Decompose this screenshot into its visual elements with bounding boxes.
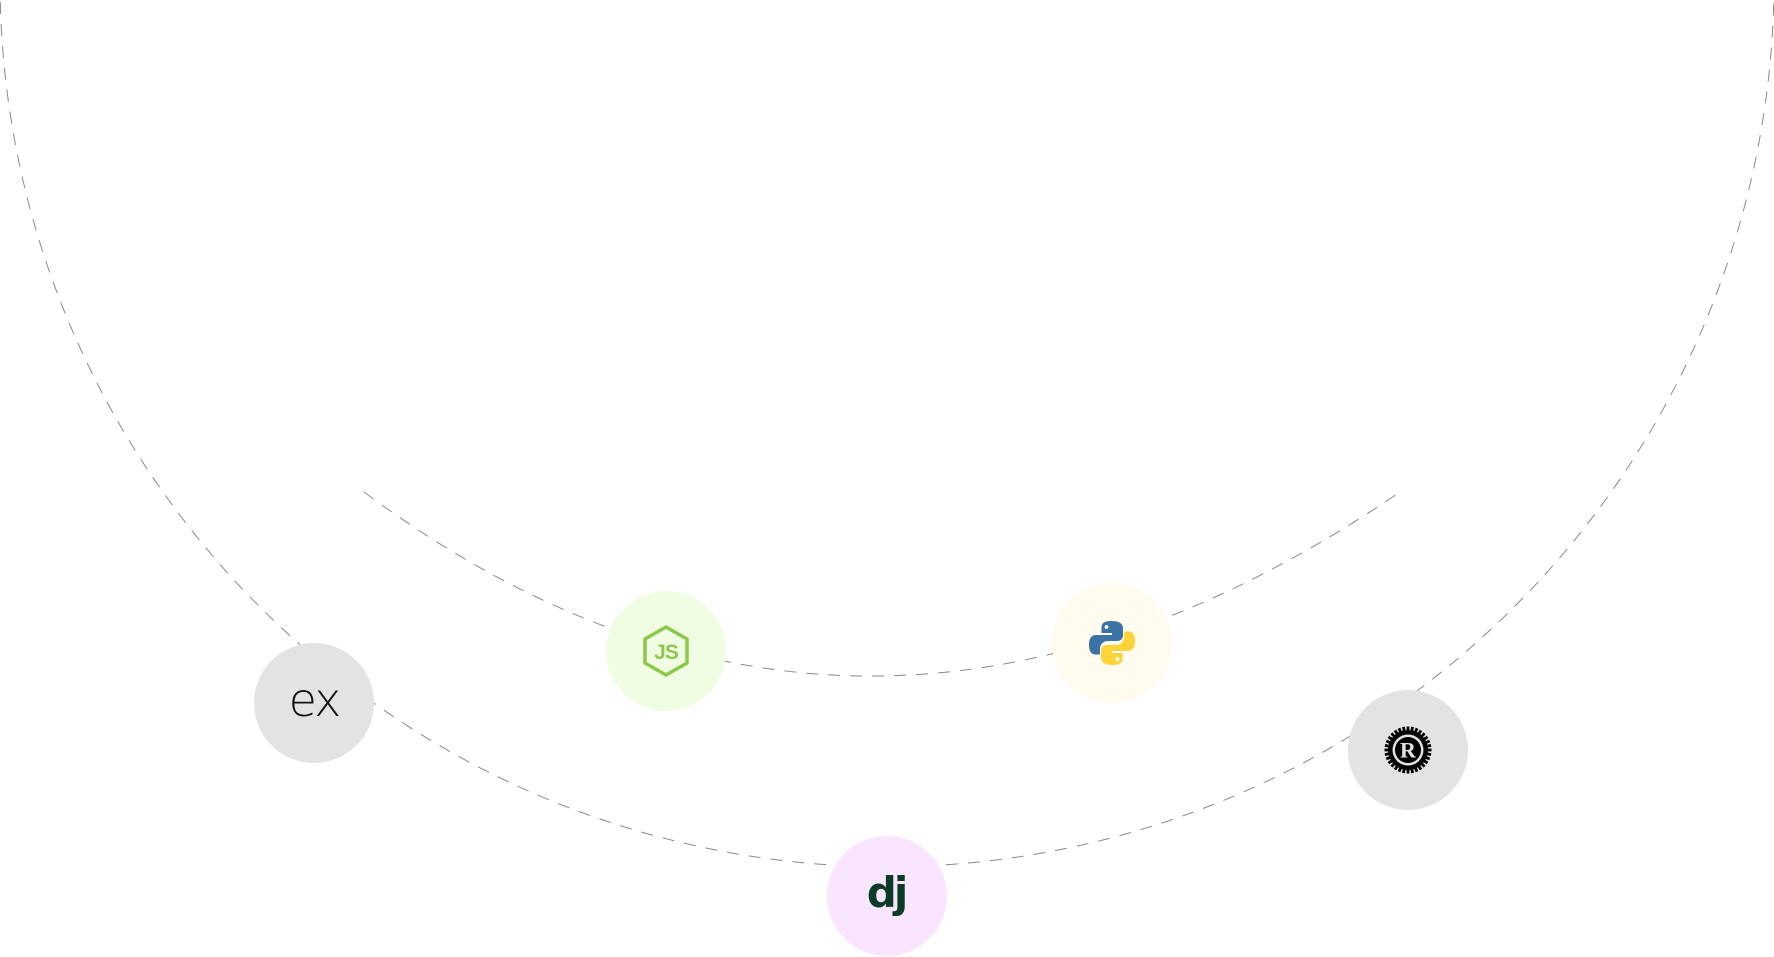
inner-orbit [363, 491, 1401, 677]
django-badge: dj [827, 836, 947, 956]
python-icon [1089, 621, 1135, 665]
python-badge [1052, 583, 1172, 703]
express-icon: ex [288, 673, 342, 727]
express-badge: ex [254, 643, 374, 763]
rust-icon-label: R [1400, 738, 1417, 763]
django-icon: dj [867, 868, 908, 917]
rust-icon: R [1384, 726, 1432, 774]
nodejs-badge: JS [606, 591, 726, 711]
nodejs-icon: JS [643, 625, 689, 677]
nodejs-icon-label: JS [654, 641, 679, 664]
rust-badge: R [1348, 690, 1468, 810]
django-icon-label: dj [867, 868, 905, 917]
